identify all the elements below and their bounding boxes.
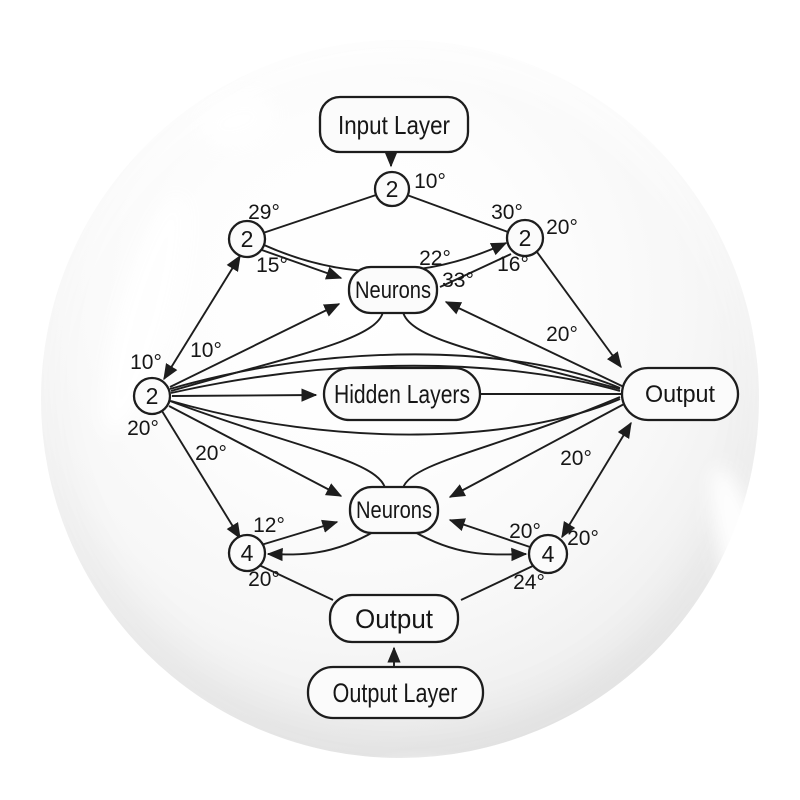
edge-midleft2-to-neuronsbottom	[168, 405, 343, 497]
edge-output-to-neuronstop	[444, 301, 625, 388]
node-upper-left-count: 2	[227, 219, 267, 259]
edge-midleft2-to-output-upper-curve2	[170, 364, 621, 394]
node-output-layer-label: Output Layer	[333, 678, 458, 708]
node-upper-right-count: 2	[505, 218, 545, 258]
node-neurons-bottom-shape	[348, 485, 440, 535]
angle-label-midleft2-10-edge: 10°	[190, 339, 222, 362]
node-neurons-top-shape	[347, 265, 439, 315]
edge-midleft2-to-output-upper-curve1	[169, 353, 621, 390]
edge-neuronsbottom-to-lowerright4-curve	[412, 530, 528, 562]
node-mid-left-count-label: 2	[146, 383, 159, 409]
node-hidden-layers-shape	[322, 366, 482, 422]
edge-output-lowerright4-bidirectional	[561, 421, 632, 539]
node-upper-right-count-label: 2	[519, 225, 532, 251]
angle-label-upperright2-30: 30°	[491, 201, 523, 224]
node-upper-left-count-label: 2	[241, 226, 254, 252]
node-output-bottom-label: Output	[355, 604, 433, 634]
edge-lowerright4-to-outputbottom	[460, 563, 538, 601]
edge-neuronsbottom-to-midleft2-curve	[169, 400, 386, 489]
angle-label-lowerleft4-12: 12°	[253, 514, 285, 537]
node-hidden-layers: Hidden Layers	[322, 366, 482, 422]
node-upper-left-count-shape	[227, 219, 267, 259]
node-output-bottom: Output	[328, 593, 460, 644]
node-neurons-bottom-label: Neurons	[356, 497, 432, 524]
node-lower-left-count-shape	[227, 533, 267, 573]
node-top-count-shape	[373, 170, 411, 208]
node-input-layer: Input Layer	[318, 95, 470, 154]
edge-top2-to-upperright2	[406, 194, 509, 233]
edge-neuronstop-to-output-curve	[402, 311, 621, 390]
node-output-right: Output	[620, 366, 740, 422]
edge-lowerright4-to-neuronsbottom	[448, 518, 531, 548]
edge-top2-to-upperleft2	[262, 194, 377, 234]
angle-label-lowerleft4-20: 20°	[248, 568, 280, 591]
node-output-right-label: Output	[645, 381, 715, 408]
angle-label-output-4right-20: 20°	[560, 447, 592, 470]
node-neurons-bottom: Neurons	[348, 485, 440, 535]
node-top-count: 2	[373, 170, 411, 208]
angle-label-upperright2-20: 20°	[546, 216, 578, 239]
node-input-layer-label: Input Layer	[338, 110, 450, 140]
angle-label-upperright2-16: 16°	[497, 253, 529, 276]
node-mid-left-count-shape	[132, 376, 172, 416]
angle-label-neuronstop-33: 33°	[442, 269, 474, 292]
edge-midleft2-upperleft2-bidirectional	[163, 254, 241, 381]
node-neurons-top-label: Neurons	[355, 277, 431, 304]
angle-labels: 10° 29° 15° 30° 20° 16° 22° 33° 10° 10° …	[127, 170, 599, 594]
angle-label-upperleft2-29: 29°	[248, 201, 280, 224]
edge-neuronsbottom-to-output-curve	[402, 396, 621, 489]
node-lower-right-count: 4	[527, 533, 569, 575]
angle-label-lowerright4-20-right: 20°	[567, 527, 599, 550]
angle-label-neuronstop-22: 22°	[419, 247, 451, 270]
edge-lowerleft4-to-outputbottom	[258, 564, 334, 601]
node-output-bottom-shape	[328, 593, 460, 644]
node-top-count-label: 2	[386, 176, 399, 202]
edge-midleft2-to-lowerleft4	[161, 410, 241, 540]
edge-midleft2-to-neuronstop	[169, 303, 341, 388]
angle-label-lowerright4-20-left: 20°	[509, 520, 541, 543]
angle-label-lowerright4-24: 24°	[513, 571, 545, 594]
angle-label-midleft2-20-edge: 20°	[195, 442, 227, 465]
node-lower-right-count-shape	[527, 533, 569, 575]
node-output-right-shape	[620, 366, 740, 422]
edge-upperleft2-to-neuronstop	[258, 248, 343, 280]
angle-label-output-neurons-20: 20°	[546, 323, 578, 346]
node-lower-left-count: 4	[227, 533, 267, 573]
node-hidden-layers-label: Hidden Layers	[334, 379, 470, 409]
edge-midleft2-to-hiddenlayers	[171, 388, 318, 402]
angle-label-midleft2-10-upper: 10°	[130, 351, 162, 374]
edge-neuronstop-to-upperright2	[439, 253, 512, 288]
angle-label-top2: 10°	[414, 170, 446, 193]
node-mid-left-count: 2	[132, 376, 172, 416]
node-neurons-top: Neurons	[347, 265, 439, 315]
angle-label-upperleft2-15: 15°	[256, 254, 288, 277]
angle-label-midleft2-20-lower: 20°	[127, 417, 159, 440]
sphere-highlight-bottom	[363, 762, 481, 790]
node-output-layer: Output Layer	[306, 665, 485, 720]
node-output-layer-shape	[306, 665, 485, 720]
node-lower-left-count-label: 4	[241, 540, 254, 566]
node-input-layer-shape	[318, 95, 470, 154]
node-lower-right-count-label: 4	[542, 541, 555, 567]
edge-lowerleft4-to-neuronsbottom	[260, 519, 339, 546]
edge-upperright2-to-output	[536, 251, 622, 369]
edge-neuronsbottom-to-lowerleft4-curve	[266, 530, 376, 562]
node-upper-right-count-shape	[505, 218, 545, 258]
diagram-edges	[161, 151, 632, 666]
edge-output-to-neuronsbottom	[448, 402, 627, 498]
